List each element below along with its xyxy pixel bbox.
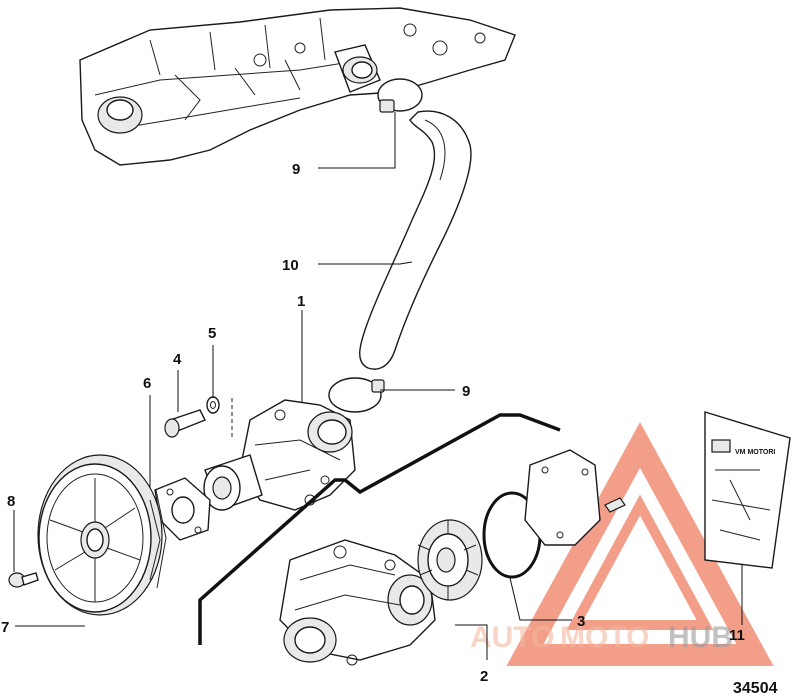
engine-manifold <box>79 7 516 166</box>
water-pump-assembly <box>203 399 356 511</box>
separator-line <box>198 413 561 645</box>
callout-4: 4 <box>173 351 182 368</box>
callout-6: 6 <box>143 375 151 392</box>
lower-hose-clamp <box>328 377 385 413</box>
watermark-logo <box>506 422 774 666</box>
watermark-hub: HUB <box>668 621 733 654</box>
pump-gasket <box>154 477 211 541</box>
washer-5 <box>206 396 233 440</box>
impeller <box>417 519 483 601</box>
watermark-moto: MOTO <box>560 621 649 654</box>
sea-water-pump <box>279 539 436 666</box>
crank-pulley <box>37 454 167 616</box>
callout-5: 5 <box>208 325 216 342</box>
coolant-hose <box>359 110 472 370</box>
callout-7: 7 <box>1 619 9 636</box>
bolt-4 <box>164 409 206 438</box>
watermark-auto: AUTO <box>470 621 554 654</box>
callout-1: 1 <box>297 293 305 310</box>
callout-9-upper: 9 <box>292 161 300 178</box>
callout-8: 8 <box>7 493 15 510</box>
callout-3: 3 <box>577 613 585 630</box>
figure-number: 34504 <box>733 680 778 697</box>
kit-bag: VM MOTORI <box>704 411 791 569</box>
upper-hose-clamp <box>377 78 423 113</box>
watermark-text: AUTO MOTO HUB <box>470 621 733 654</box>
leader-lines <box>13 112 743 660</box>
pump-cover-plate <box>524 449 626 546</box>
callout-9-lower: 9 <box>462 383 470 400</box>
callout-11: 11 <box>729 627 745 644</box>
callout-10: 10 <box>282 257 299 274</box>
callout-2: 2 <box>480 668 488 685</box>
kit-bag-brand: VM MOTORI <box>735 449 775 456</box>
pulley-screw-8 <box>8 572 39 588</box>
